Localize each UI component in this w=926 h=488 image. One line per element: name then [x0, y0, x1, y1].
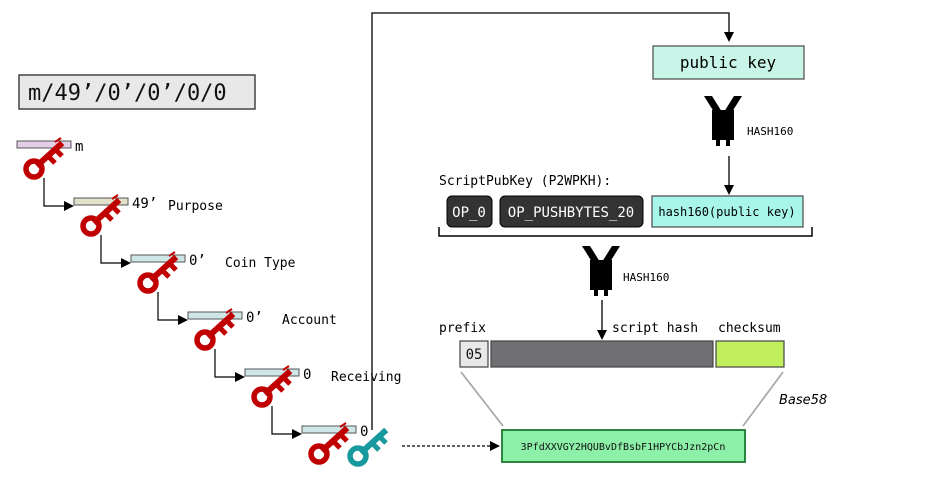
derivation-path: m/49’/0’/0’/0/0	[18, 74, 256, 110]
base58-funnel-left	[460, 371, 504, 427]
key-bar	[187, 311, 243, 320]
address-value: 3PfdXXVGY2HQUBvDfBsbF1HPYCbJzn2pCn	[521, 442, 726, 453]
derivation-level: 49’ Purpose	[73, 194, 223, 268]
checksum-label: checksum	[718, 321, 781, 336]
key-bar-tick	[54, 137, 62, 143]
red-key-icon	[83, 202, 119, 234]
level-index: 0	[303, 367, 311, 383]
red-key-icon	[26, 145, 62, 177]
key-bar-tick	[111, 194, 119, 200]
hash160-icon-2: HASH160	[582, 246, 669, 296]
derivation-level: 0’ Account	[187, 308, 337, 382]
address-box: 3PfdXXVGY2HQUBvDfBsbF1HPYCbJzn2pCn	[501, 429, 746, 463]
level-name: Account	[282, 313, 337, 328]
derivation-path-label: m/49’/0’/0’/0/0	[28, 81, 227, 106]
op-0-field: OP_0	[446, 195, 493, 228]
key-bar	[244, 368, 300, 377]
key-bar-tick	[168, 251, 176, 257]
level-name: Receiving	[331, 370, 401, 385]
pubkey-hash-label: hash160(public key)	[658, 205, 795, 219]
scriptpubkey-bracket	[438, 227, 813, 237]
level-connector	[214, 349, 245, 382]
level-connector	[157, 292, 188, 325]
key-bar-tick	[225, 308, 233, 314]
key-bar-tick	[339, 422, 347, 428]
level-connector	[100, 235, 131, 268]
op-pushbytes-label: OP_PUSHBYTES_20	[508, 205, 634, 221]
derivation-level: 0 Receiving	[244, 365, 401, 439]
hash160-label-1: HASH160	[747, 125, 793, 138]
pubkey-feed-line	[371, 12, 734, 430]
red-key-icon	[311, 430, 347, 462]
script-hash-field	[490, 340, 714, 368]
hash160-icon: HASH160	[704, 96, 793, 146]
checksum-field	[715, 340, 785, 368]
key-bar	[301, 425, 357, 434]
script-hash-label: script hash	[612, 321, 698, 336]
level-connector	[271, 406, 302, 439]
prefix-value: 05	[466, 347, 483, 363]
op-pushbytes-field: OP_PUSHBYTES_20	[499, 195, 644, 228]
base58-label: Base58	[779, 393, 827, 408]
key-bar	[16, 140, 72, 149]
level-index: 0’	[246, 310, 263, 326]
key-bar	[130, 254, 186, 263]
derivation-level: m	[16, 137, 83, 211]
level-connector	[43, 178, 74, 211]
op-0-label: OP_0	[452, 205, 486, 221]
level-index: 0	[360, 424, 368, 440]
public-key-label: public key	[680, 53, 777, 72]
level-name: Coin Type	[225, 256, 296, 271]
hash160-label-2: HASH160	[623, 271, 669, 284]
key-bar-tick	[282, 365, 290, 371]
prefix-field: 05	[459, 340, 489, 368]
level-index: 0’	[189, 253, 206, 269]
red-key-icon	[140, 259, 176, 291]
pubkey-hash-field: hash160(public key)	[651, 195, 804, 228]
derivation-levels: m 49’ Purpose 0’ Coin Type 0’ Account 0 Receivin…	[16, 137, 401, 462]
red-key-icon	[254, 373, 290, 405]
derivation-level: 0’ Coin Type	[130, 251, 296, 325]
derivation-level: 0	[301, 422, 368, 462]
red-key-icon	[197, 316, 233, 348]
level-index: 49’	[132, 196, 157, 212]
base58-funnel-right	[742, 371, 784, 427]
scriptpubkey-title: ScriptPubKey (P2WPKH):	[439, 174, 611, 189]
public-key-node: public key	[652, 45, 805, 80]
level-index: m	[75, 139, 83, 155]
level-name: Purpose	[168, 199, 223, 214]
prefix-label: prefix	[439, 321, 486, 336]
key-bar	[73, 197, 129, 206]
